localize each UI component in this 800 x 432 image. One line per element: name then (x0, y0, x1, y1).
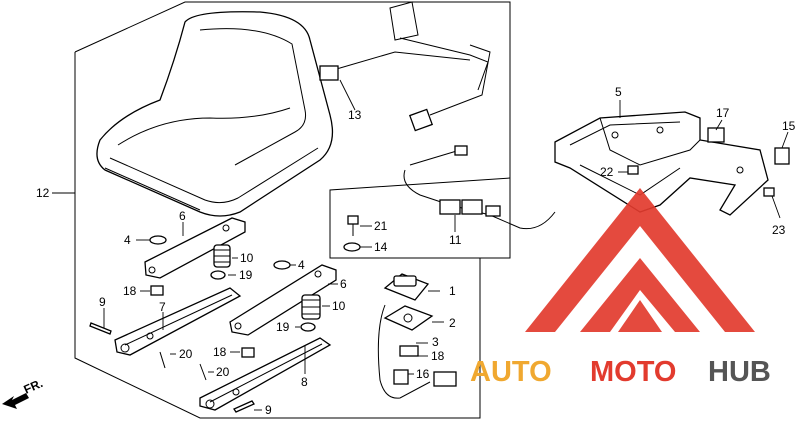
callout-20-lower: 20 (216, 365, 230, 379)
seat-switch (383, 273, 430, 301)
callout-21: 21 (374, 219, 388, 233)
callout-13: 13 (348, 108, 362, 122)
seat-rail-left (114, 287, 242, 356)
callout-19-upper: 19 (239, 268, 253, 282)
washer-4-upper (149, 235, 167, 245)
harness-group-frame (329, 177, 511, 259)
switch-bracket (399, 345, 419, 357)
callout-5: 5 (615, 85, 622, 99)
arrow-left-icon (2, 393, 29, 409)
callout-18-left: 18 (123, 284, 137, 298)
wire-harness (403, 145, 556, 230)
callout-8: 8 (301, 375, 308, 389)
callout-10-lower: 10 (332, 299, 346, 313)
callout-6-lower: 6 (340, 277, 347, 291)
watermark-moto: MOTO (590, 356, 676, 388)
callout-4-upper: 4 (124, 233, 131, 247)
spring-lower (301, 294, 321, 320)
seat-sub-frame (554, 111, 769, 216)
seat-cushion (96, 11, 334, 217)
logo-core-shape (618, 300, 662, 332)
washer-4-lower (273, 260, 291, 270)
callout-1: 1 (449, 284, 456, 298)
direction-label: FR. (22, 376, 45, 397)
seat-bracket-upper (144, 217, 246, 279)
callout-17: 17 (716, 106, 730, 120)
clip-20-lower (199, 363, 207, 381)
clip-20-upper (159, 351, 166, 369)
callout-20-upper: 20 (179, 347, 193, 361)
callout-12: 12 (36, 186, 50, 200)
watermark-hub: HUB (708, 356, 771, 388)
callout-10-upper: 10 (240, 251, 254, 265)
washer-14 (343, 242, 361, 252)
callout-3: 3 (432, 335, 439, 349)
callout-23: 23 (772, 223, 786, 237)
nut-18-center (241, 347, 255, 358)
clip-15 (774, 147, 790, 165)
callout-22: 22 (600, 165, 614, 179)
nut-19-lower (300, 322, 316, 332)
bolt-9-left (89, 322, 112, 335)
bolt-22 (627, 165, 639, 175)
callout-2: 2 (449, 316, 456, 330)
callout-18-right: 18 (431, 349, 445, 363)
bolt-21 (347, 215, 359, 236)
callout-labels: 1 2 3 4 4 5 6 6 7 8 9 9 10 10 11 12 13 1… (36, 85, 796, 417)
switch-plate (383, 305, 434, 331)
callout-6-upper: 6 (179, 209, 186, 223)
seat-rail-right (199, 337, 332, 411)
callout-4-lower: 4 (298, 258, 305, 272)
seat-switch-wire (319, 1, 491, 132)
watermark-auto: AUTO (470, 356, 552, 388)
callout-9-left: 9 (99, 295, 106, 309)
callout-9-right: 9 (265, 403, 272, 417)
callout-16: 16 (416, 367, 430, 381)
clip-17 (707, 127, 725, 143)
nut-19-upper (210, 270, 226, 280)
bolt-9-right (233, 400, 255, 413)
switch-connector (433, 371, 457, 387)
watermark-logo (525, 188, 755, 332)
wire-clamp (393, 369, 409, 385)
watermark-text: AUTO MOTO HUB (470, 356, 771, 388)
callout-19-lower: 19 (276, 320, 290, 334)
callout-11: 11 (449, 233, 462, 247)
logo-inner-shape (580, 258, 700, 332)
logo-triangle-icon (525, 188, 755, 332)
switch-wire (377, 304, 431, 399)
callout-7: 7 (159, 300, 166, 314)
leader-lines (52, 79, 789, 411)
callout-18-center: 18 (213, 345, 227, 359)
seat-bracket-lower (229, 264, 337, 336)
bolt-23 (763, 187, 775, 197)
callout-15: 15 (782, 119, 796, 133)
nut-18-left (150, 285, 164, 296)
front-direction-indicator: FR. (2, 376, 45, 409)
callout-14: 14 (374, 240, 388, 254)
spring-upper (213, 244, 231, 268)
switch-plate-hole (403, 313, 413, 323)
